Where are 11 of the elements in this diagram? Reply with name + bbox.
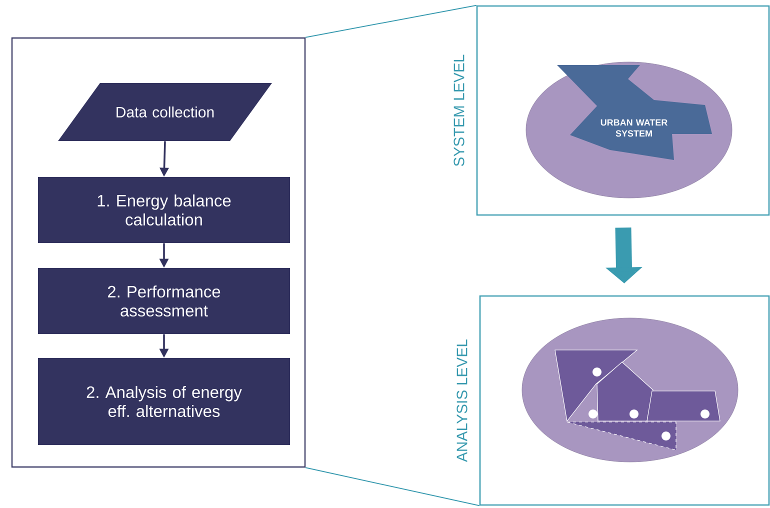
zoom-line	[305, 4, 477, 38]
node-label: SYSTEM LEVEL	[454, 54, 464, 166]
process-box: 1. Energy balance calculation	[38, 177, 290, 243]
zone-map-drawing	[522, 318, 738, 462]
zoom-line	[305, 467, 480, 506]
level-panel: ANALYSIS LEVEL	[456, 295, 770, 506]
node-label: ANALYSIS LEVEL	[456, 339, 468, 462]
process-box: 2. Analysis of energy eff. alternatives	[38, 358, 290, 445]
input-parallelogram: Data collection	[58, 83, 272, 141]
process-frame	[11, 37, 306, 468]
process-box: 2. Performance assessment	[38, 268, 290, 334]
